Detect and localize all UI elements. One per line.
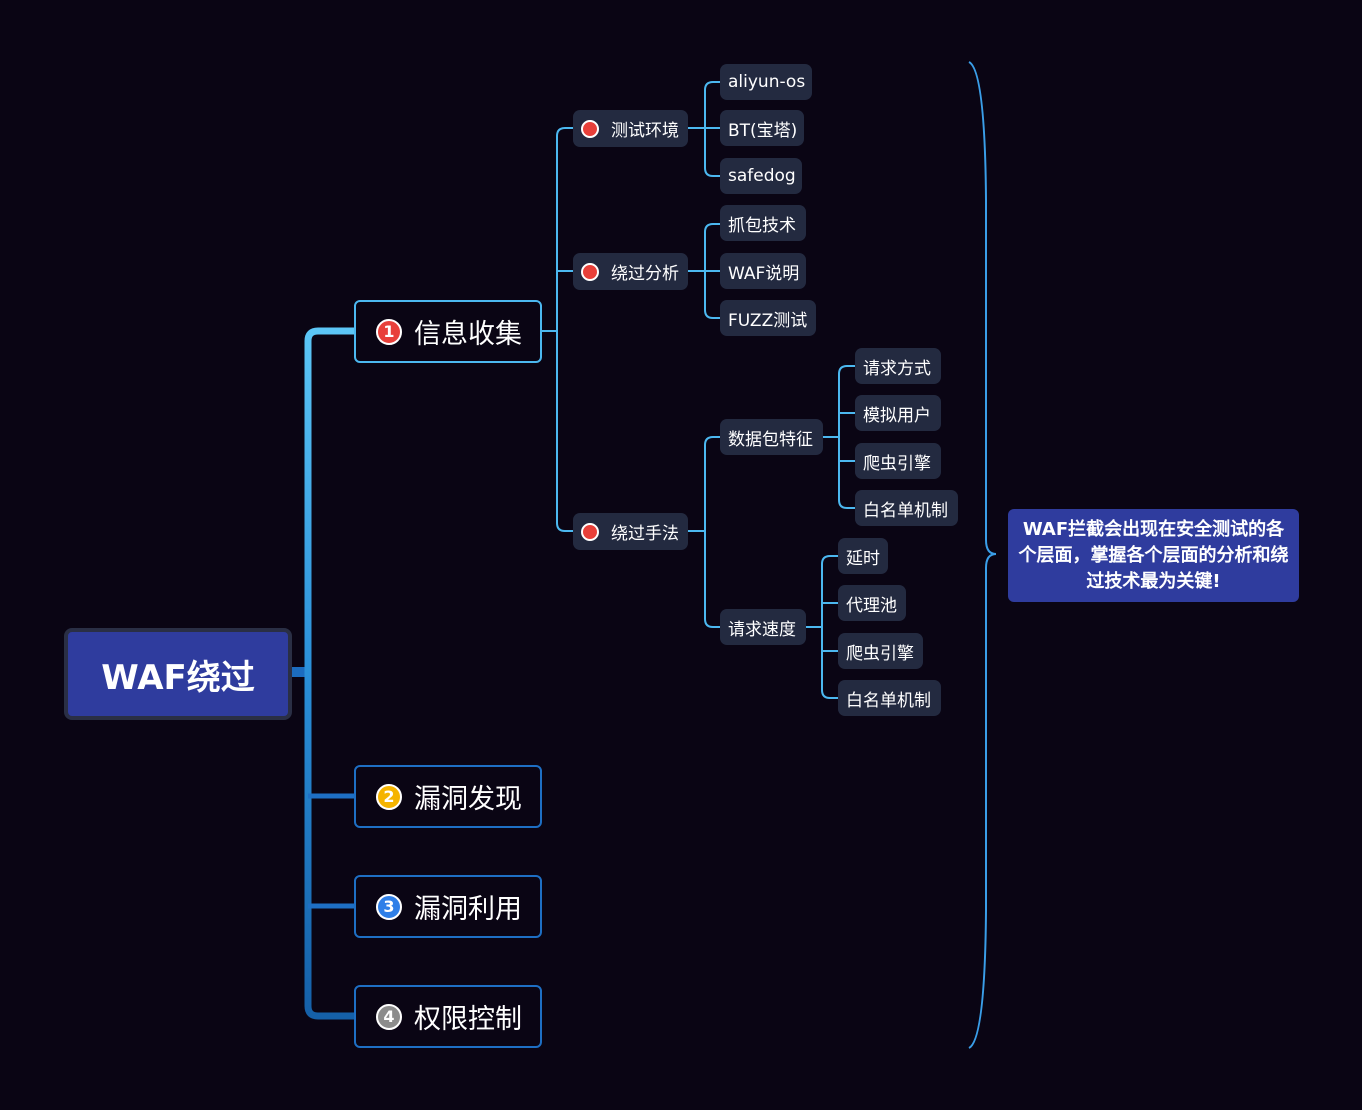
- leaf-whitelist[interactable]: 白名单机制: [838, 680, 941, 716]
- number-1-icon: 1: [376, 318, 402, 345]
- leaf-packet-capture[interactable]: 抓包技术: [720, 205, 806, 241]
- group-label: 绕过分析: [611, 264, 679, 284]
- group-label: 测试环境: [611, 121, 679, 141]
- branch-label: 漏洞发现: [414, 784, 522, 815]
- speed-bracket: [821, 555, 838, 699]
- number-2-icon: 2: [376, 783, 402, 810]
- leaf-label: safedog: [728, 166, 796, 186]
- leaf-label: 延时: [846, 548, 880, 569]
- leaf-label: aliyun-os: [728, 72, 806, 92]
- leaf-whitelist[interactable]: 白名单机制: [855, 490, 958, 526]
- leaf-label: WAF说明: [728, 263, 800, 284]
- summary-note[interactable]: WAF拦截会出现在安全测试的各个层面，掌握各个层面的分析和绕过技术最为关键!: [1008, 509, 1299, 602]
- red-dot-icon: [581, 119, 599, 138]
- leaf-label: FUZZ测试: [728, 310, 808, 331]
- branch-privilege-control[interactable]: 4 权限控制: [354, 985, 542, 1048]
- leaf-label: 请求方式: [863, 358, 931, 379]
- branch-vuln-discovery[interactable]: 2 漏洞发现: [354, 765, 542, 828]
- summary-text: WAF拦截会出现在安全测试的各个层面，掌握各个层面的分析和绕过技术最为关键!: [1018, 518, 1289, 592]
- group-test-env[interactable]: 测试环境: [573, 110, 688, 147]
- subgroup-label: 请求速度: [728, 619, 796, 640]
- leaf-label: 爬虫引擎: [846, 643, 914, 664]
- leaf-label: 白名单机制: [846, 690, 931, 711]
- leaf-request-method[interactable]: 请求方式: [855, 348, 941, 384]
- number-3-icon: 3: [376, 893, 402, 920]
- root-label: WAF绕过: [101, 657, 255, 698]
- root-node[interactable]: WAF绕过: [64, 628, 292, 720]
- branch-vuln-exploit[interactable]: 3 漏洞利用: [354, 875, 542, 938]
- leaf-simulate-user[interactable]: 模拟用户: [855, 395, 941, 431]
- leaf-safedog[interactable]: safedog: [720, 158, 802, 194]
- group-bypass-methods[interactable]: 绕过手法: [573, 513, 688, 550]
- leaf-fuzz-test[interactable]: FUZZ测试: [720, 300, 816, 336]
- leaf-label: BT(宝塔): [728, 120, 798, 141]
- trunk-line: [304, 327, 356, 1020]
- group-label: 绕过手法: [611, 524, 679, 544]
- leaf-label: 抓包技术: [728, 215, 796, 236]
- method-bracket: [704, 436, 721, 628]
- leaf-delay[interactable]: 延时: [838, 538, 888, 574]
- leaf-crawler-engine[interactable]: 爬虫引擎: [855, 443, 941, 479]
- branch-info-gathering[interactable]: 1 信息收集: [354, 300, 542, 363]
- red-dot-icon: [581, 262, 599, 281]
- subgroup-label: 数据包特征: [728, 429, 813, 450]
- subgroup-packet-features[interactable]: 数据包特征: [720, 419, 823, 455]
- branch-label: 信息收集: [414, 319, 522, 350]
- leaf-bt[interactable]: BT(宝塔): [720, 110, 804, 146]
- number-4-icon: 4: [376, 1003, 402, 1030]
- summary-brace: [968, 61, 997, 1049]
- branch-label: 权限控制: [414, 1004, 522, 1035]
- group-bypass-analysis[interactable]: 绕过分析: [573, 253, 688, 290]
- leaf-label: 模拟用户: [863, 405, 931, 426]
- leaf-aliyun-os[interactable]: aliyun-os: [720, 64, 812, 100]
- leaf-label: 白名单机制: [863, 500, 948, 521]
- leaf-crawler-engine[interactable]: 爬虫引擎: [838, 633, 923, 669]
- leaf-proxy-pool[interactable]: 代理池: [838, 585, 906, 621]
- packet-bracket: [838, 365, 856, 509]
- leaf-label: 代理池: [846, 595, 897, 616]
- subgroup-request-speed[interactable]: 请求速度: [720, 609, 806, 645]
- leaf-waf-explain[interactable]: WAF说明: [720, 253, 806, 289]
- leaf-label: 爬虫引擎: [863, 453, 931, 474]
- branch-label: 漏洞利用: [414, 894, 522, 925]
- red-dot-icon: [581, 522, 599, 541]
- groups-bracket: [556, 127, 574, 532]
